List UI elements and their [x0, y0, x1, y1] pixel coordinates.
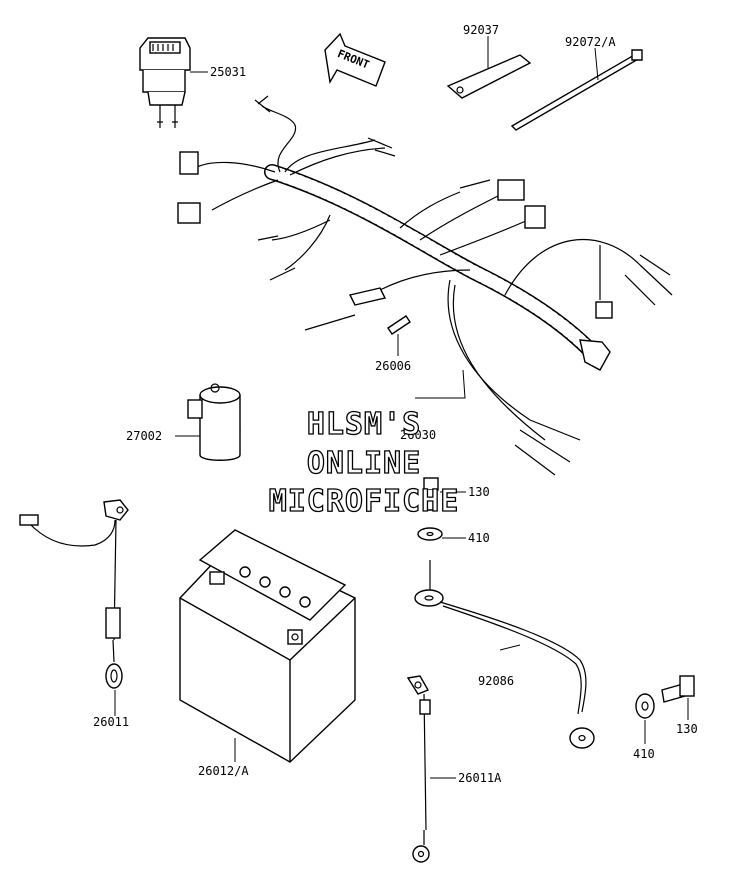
wiring-harness-26030: [177, 95, 673, 476]
part-label-92086: 92086: [478, 674, 514, 688]
cable-26011a: [406, 675, 431, 863]
part-label-26030: 26030: [400, 428, 436, 442]
front-arrow: FRONT: [324, 32, 386, 87]
hour-meter-25031: [139, 37, 191, 128]
battery-26012a: [179, 529, 356, 763]
relay-27002: [187, 383, 241, 461]
part-label-130-bottom: 130: [676, 722, 698, 736]
cable-26011: [19, 499, 129, 689]
part-label-26011: 26011: [93, 715, 129, 729]
clamp-92037: [446, 54, 532, 99]
part-label-130-top: 130: [468, 485, 490, 499]
bolt-130-bottom: [661, 675, 695, 703]
watermark-line-1: HLSM'S: [307, 407, 421, 442]
washer-410-bottom: [635, 693, 655, 719]
part-label-92072a: 92072/A: [565, 35, 616, 49]
watermark-line-2: ONLINE: [307, 446, 421, 481]
washer-410-top: [417, 527, 443, 541]
watermark-line-3: MICROFICHE: [269, 484, 460, 519]
part-label-25031: 25031: [210, 65, 246, 79]
part-label-92037: 92037: [463, 23, 499, 37]
band-92072a: [510, 49, 643, 131]
part-label-410-bottom: 410: [633, 747, 655, 761]
fuse-26006: [387, 315, 411, 335]
bolt-130-top: [423, 477, 439, 511]
part-label-26006: 26006: [375, 359, 411, 373]
part-label-410-top: 410: [468, 531, 490, 545]
part-label-26012a: 26012/A: [198, 764, 249, 778]
part-label-27002: 27002: [126, 429, 162, 443]
part-label-26011a: 26011A: [458, 771, 502, 785]
cable-92086: [414, 560, 595, 749]
